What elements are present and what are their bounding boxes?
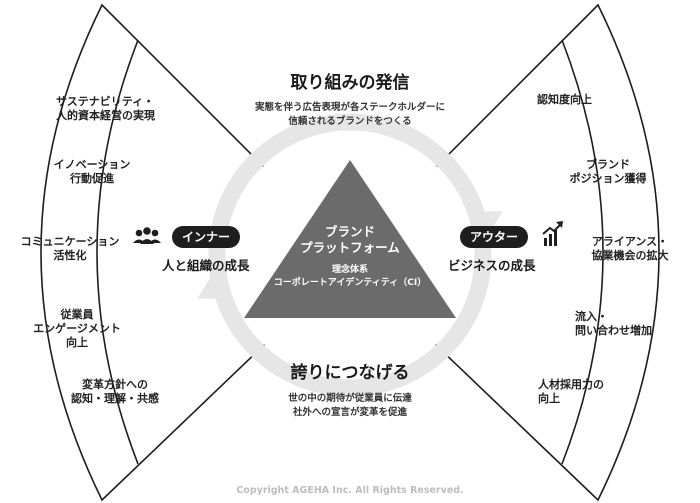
cycle-ring [208,113,492,397]
right-item-line: 流入・ [575,310,608,323]
left-item-line: 従業員 [60,308,94,321]
left-item-line: 人的資本経営の実現 [56,108,155,122]
left-item-line: 変革方針への [82,378,148,391]
inner-label: 人と組織の成長 [162,258,250,273]
right-item: アライアンス・ 協業機会の拡大 [578,235,682,263]
left-item-line: イノベーション [53,158,131,171]
left-item: 従業員 エンゲージメント 向上 [25,308,129,349]
left-item: コミュニケーション 活性化 [18,235,122,263]
left-fan [40,3,357,502]
left-item-line: サステナビリティ・ [56,95,155,108]
growth-chart-icon [542,221,563,246]
cycle-arrow-left [197,272,228,299]
left-inner-arc [96,39,139,465]
inner-pill: インナー [172,226,240,248]
outer-label: ビジネスの成長 [448,258,536,273]
triangle-title: ブランド プラットフォーム [270,224,430,257]
right-item: 人材採用力の 向上 [538,378,604,406]
top-title: 取り組みの発信 [290,73,410,93]
left-item-line: 認知・理解・共感 [71,391,159,405]
top-desc-line: 実態を伴う広告表現が各ステークホルダーに [254,102,445,113]
right-item-line: アライアンス・ [591,235,669,248]
copyright-notice: Copyright AGEHA Inc. All Rights Reserved… [236,485,464,496]
right-item: 流入・ 問い合わせ増加 [575,310,652,338]
left-item: イノベーション 行動促進 [40,158,144,186]
left-item-line: 行動促進 [70,171,114,185]
triangle-sub-line: 理念体系 [331,265,368,275]
people-icon [133,227,161,244]
left-item-line: 向上 [66,335,88,349]
right-inner-arc [561,39,604,465]
left-item: サステナビリティ・ 人的資本経営の実現 [56,95,155,123]
top-desc-line: 信頼されるブランドをつくる [288,115,412,127]
right-item-line: ポジション獲得 [569,171,647,185]
bottom-title: 誇りにつなげる [290,363,410,383]
right-item: ブランド ポジション獲得 [556,158,660,186]
brand-platform-triangle [244,160,456,318]
right-item-line: 協業機会の拡大 [591,248,669,262]
left-item: 変革方針への 認知・理解・共感 [56,378,174,406]
bottom-desc-line: 社外への宣言が変革を促進 [292,406,407,418]
bottom-desc-line: 世の中の期待が従業員に伝達 [288,393,412,404]
left-item-line: 活性化 [53,248,87,262]
right-item-line: 向上 [538,391,560,405]
triangle-sub-line: コーポレートアイデンティティ（CI） [273,278,427,289]
right-fan [343,3,660,502]
top-description: 実態を伴う広告表現が各ステークホルダーに 信頼されるブランドをつくる [220,101,480,129]
right-item-line: 人材採用力の [538,378,604,391]
triangle-title-line: プラットフォーム [300,240,400,256]
cycle-arrow-right [472,211,503,238]
right-item-line: 問い合わせ増加 [575,323,652,337]
right-item-line: 認知度向上 [537,93,592,106]
triangle-title-line: ブランド [324,224,375,239]
left-item-line: エンゲージメント [33,321,121,335]
right-item: 認知度向上 [537,93,592,107]
outer-pill: アウター [460,226,528,248]
triangle-subtitle: 理念体系 コーポレートアイデンティティ（CI） [260,264,440,290]
bottom-description: 世の中の期待が従業員に伝達 社外への宣言が変革を促進 [230,392,470,420]
left-item-line: コミュニケーション [20,235,120,248]
right-item-line: ブランド [586,158,630,171]
